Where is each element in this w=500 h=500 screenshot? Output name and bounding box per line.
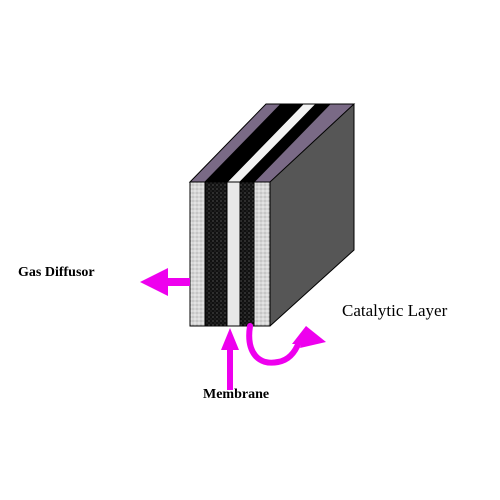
right-catalyst-edge: [239, 181, 255, 327]
right-diffusor-edge: [253, 181, 271, 327]
gas-diffusor-arrow-icon: [140, 268, 190, 296]
left-catalyst-edge: [204, 181, 228, 327]
catalytic-layer-arrow-icon: [246, 323, 326, 366]
left-diffusor-edge: [189, 181, 206, 327]
gas-diffusor-label: Gas Diffusor: [18, 265, 95, 280]
membrane-label: Membrane: [203, 387, 270, 402]
membrane-arrow-icon: [221, 328, 239, 390]
arrows: [140, 268, 326, 390]
membrane-edge: [226, 181, 241, 327]
layer-front-edges: [189, 181, 271, 327]
catalytic-layer-label: Catalytic Layer: [342, 301, 448, 320]
